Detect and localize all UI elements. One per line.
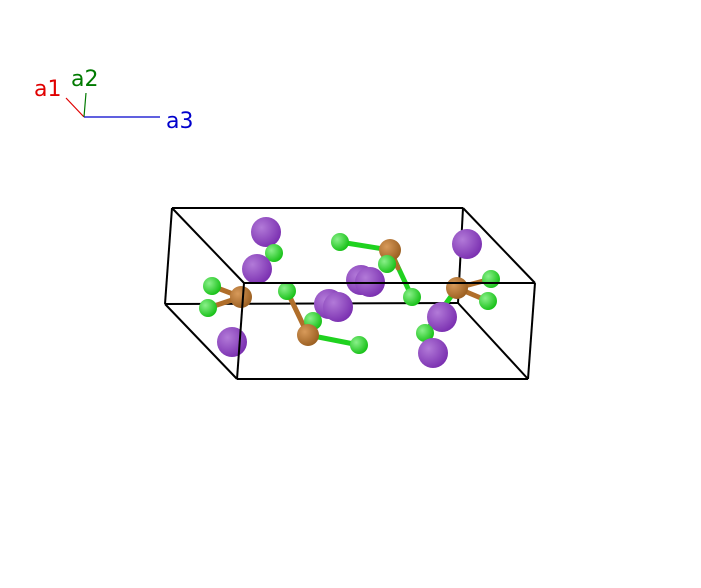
purple-atom — [217, 327, 247, 357]
green-atom — [416, 324, 434, 342]
purple-atom — [452, 229, 482, 259]
green-atom — [479, 292, 497, 310]
bronze-atom — [297, 324, 319, 346]
green-atom — [203, 277, 221, 295]
green-atom — [403, 288, 421, 306]
unit-cell-front — [236, 282, 536, 380]
bronze-atom — [230, 286, 252, 308]
a1-axis-label: a1 — [34, 77, 61, 102]
green-atom — [278, 282, 296, 300]
green-atom — [199, 299, 217, 317]
green-atom — [350, 336, 368, 354]
a2-axis-line — [83, 92, 87, 118]
bronze-atom — [446, 277, 468, 299]
purple-atom — [251, 217, 281, 247]
green-atom — [265, 244, 283, 262]
green-atom — [378, 255, 396, 273]
green-atom — [482, 270, 500, 288]
purple-atom — [323, 292, 353, 322]
unit-cell-back — [164, 207, 536, 380]
axis-indicator: a1 a2 a3 — [34, 67, 193, 134]
purple-atom — [242, 254, 272, 284]
a1-axis-line — [65, 97, 85, 118]
a2-axis-label: a2 — [71, 67, 98, 92]
green-atom — [331, 233, 349, 251]
purple-atom — [418, 338, 448, 368]
purple-atom — [427, 302, 457, 332]
a3-axis-label: a3 — [166, 109, 193, 134]
